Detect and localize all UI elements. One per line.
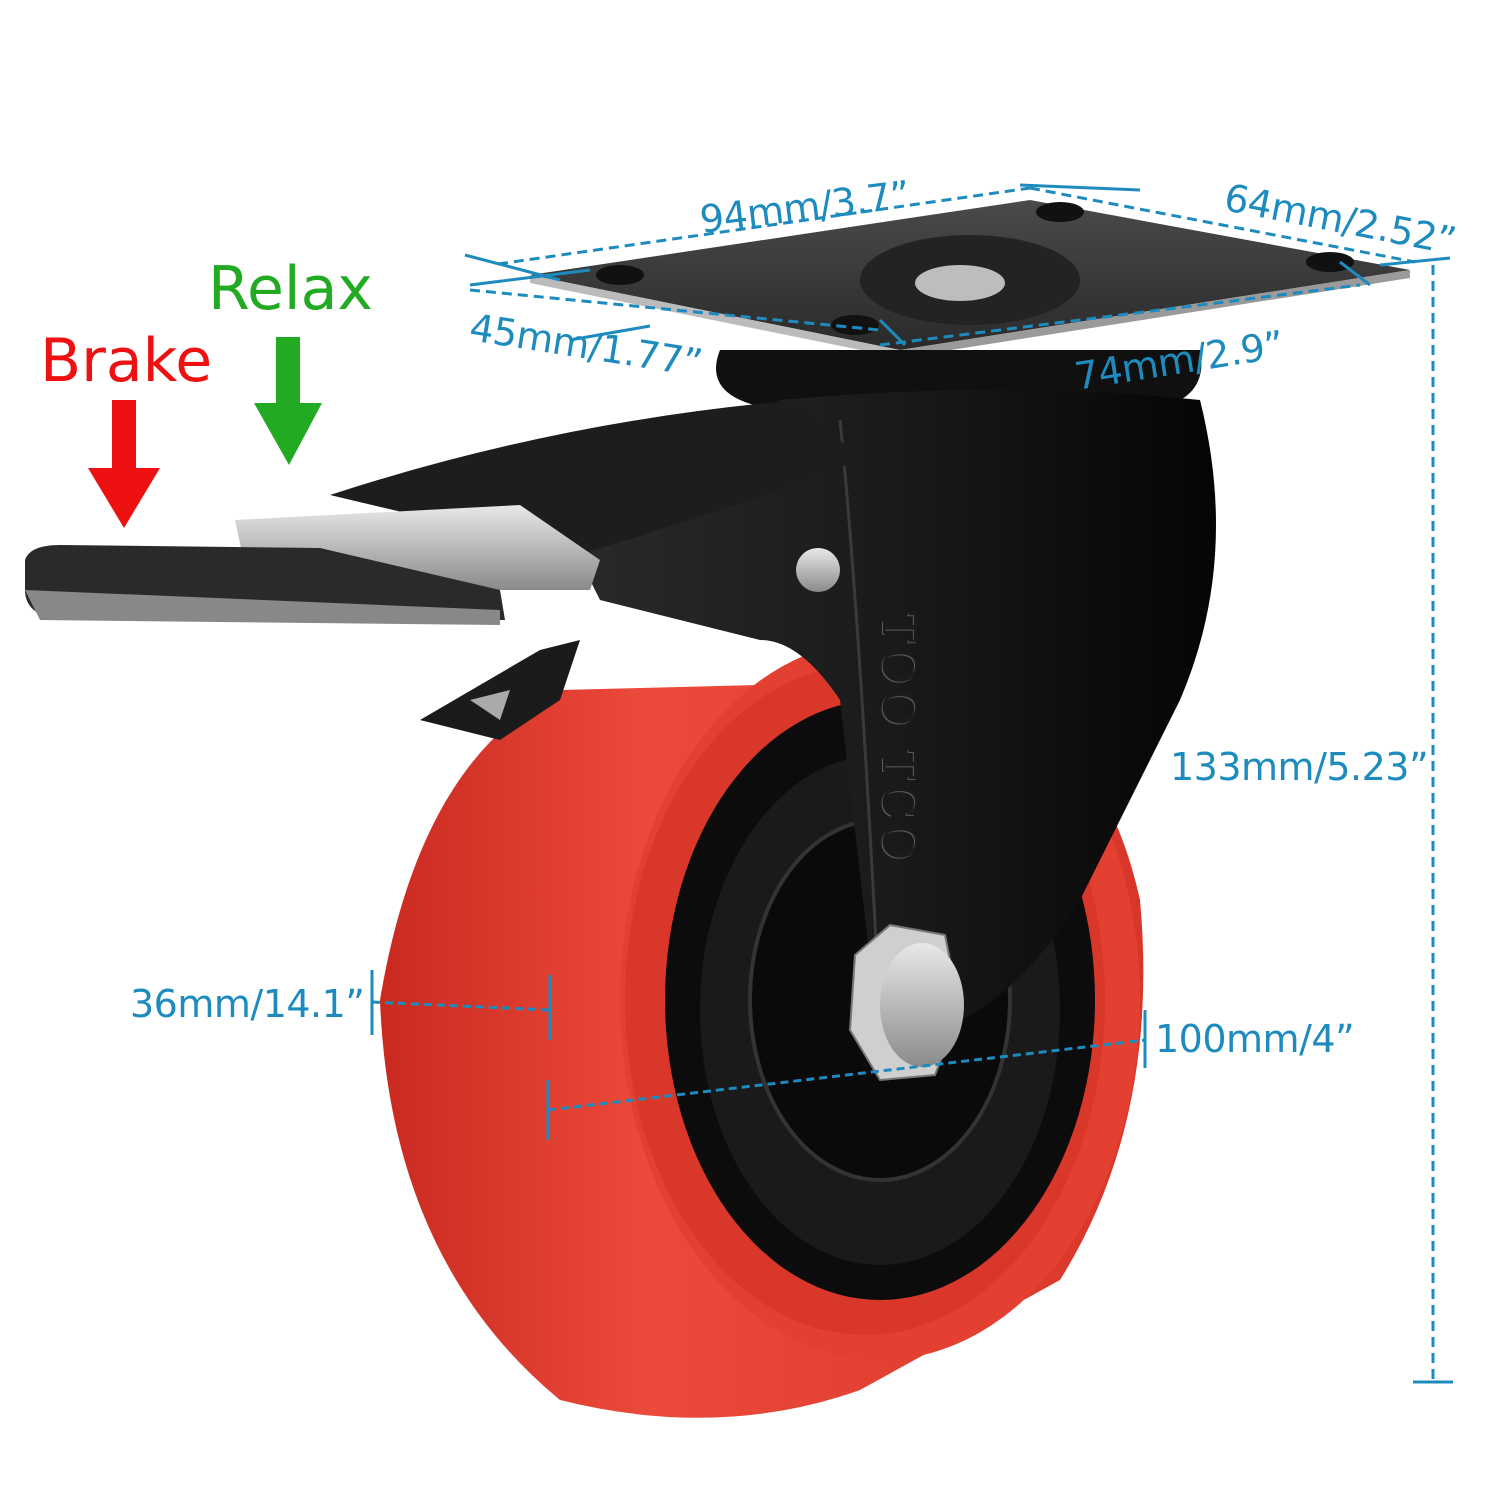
pivot-rivet	[796, 548, 840, 592]
dim-wheel-diameter: 100mm/4”	[1155, 1017, 1355, 1061]
fork-frame	[560, 390, 1216, 1031]
mounting-plate	[530, 200, 1410, 358]
axle-bolt	[848, 923, 964, 1082]
brand-marking: TOO TCO	[872, 612, 926, 865]
dimension-lines	[370, 183, 1453, 1384]
brake-label: Brake	[40, 326, 213, 396]
brake-assembly	[25, 400, 860, 740]
dim-wheel-width: 36mm/14.1”	[130, 982, 365, 1026]
brake-arrow-icon	[88, 400, 160, 528]
dim-overall-height: 133mm/5.23”	[1170, 745, 1429, 789]
relax-arrow-icon	[254, 337, 322, 465]
relax-label: Relax	[208, 254, 373, 324]
